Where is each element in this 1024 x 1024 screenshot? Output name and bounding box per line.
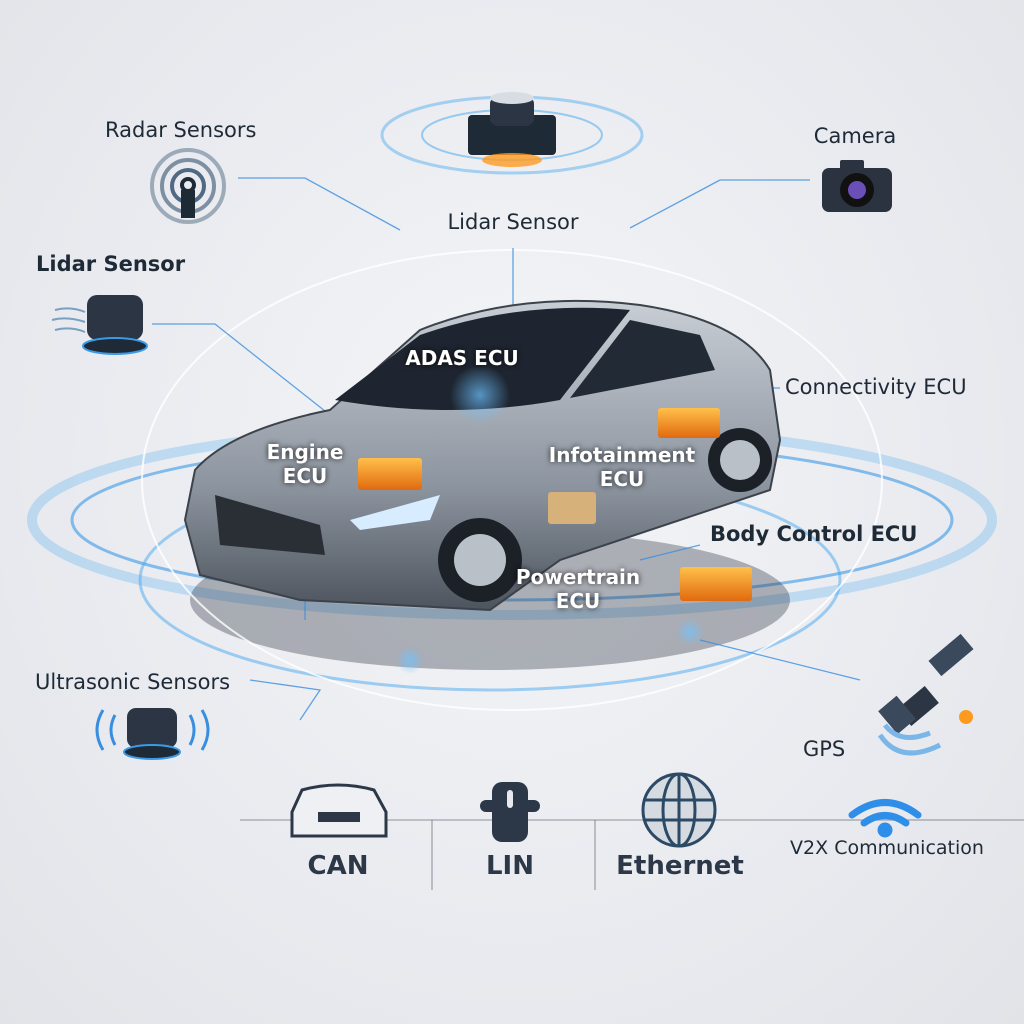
- label-engine-ecu-line2: ECU: [282, 464, 328, 488]
- radar-icon: [150, 148, 226, 224]
- lidar-icon: [468, 92, 556, 167]
- ecu-chips: [358, 408, 752, 674]
- engine-ecu-chip: [358, 458, 422, 490]
- wifi-icon: [848, 799, 922, 838]
- label-engine-ecu: Engine ECU: [267, 440, 344, 488]
- network-can: CAN: [307, 851, 369, 881]
- label-infotainment-ecu-line2: ECU: [599, 467, 645, 491]
- label-infotainment-ecu-line1: Infotainment: [548, 443, 696, 467]
- powertrain-ecu-chip: [548, 492, 596, 524]
- body-control-ecu-chip: [680, 567, 752, 601]
- label-connectivity-ecu: Connectivity ECU: [785, 375, 967, 399]
- label-lidar-sensor-left: Lidar Sensor: [36, 252, 186, 276]
- satellite-icon: [877, 633, 974, 756]
- label-adas-ecu: ADAS ECU: [405, 346, 519, 370]
- car-illustration: [183, 299, 782, 612]
- network-lin: LIN: [485, 851, 535, 881]
- camera-icon: [822, 160, 892, 212]
- label-infotainment-ecu: Infotainment ECU: [549, 443, 695, 491]
- label-ultrasonic-sensors: Ultrasonic Sensors: [35, 670, 231, 694]
- label-engine-ecu-line1: Engine: [266, 440, 344, 464]
- ultrasonic-icon: [95, 708, 210, 760]
- lin-connector-icon: [480, 782, 540, 842]
- network-ethernet: Ethernet: [616, 851, 744, 881]
- label-v2x-communication: V2X Communication: [790, 837, 984, 859]
- connectivity-ecu-chip: [658, 408, 720, 438]
- label-gps: GPS: [803, 737, 846, 761]
- label-camera: Camera: [813, 124, 897, 148]
- car-icon: [290, 783, 388, 838]
- globe-icon: [641, 772, 717, 848]
- lidar-side-icon: [51, 295, 148, 355]
- label-lidar-sensor-top: Lidar Sensor: [447, 210, 579, 234]
- label-body-control-ecu: Body Control ECU: [710, 522, 918, 546]
- label-powertrain-ecu: Powertrain ECU: [516, 565, 640, 613]
- label-powertrain-ecu-line1: Powertrain: [515, 565, 641, 589]
- label-powertrain-ecu-line2: ECU: [555, 589, 601, 613]
- label-radar-sensors: Radar Sensors: [105, 118, 257, 142]
